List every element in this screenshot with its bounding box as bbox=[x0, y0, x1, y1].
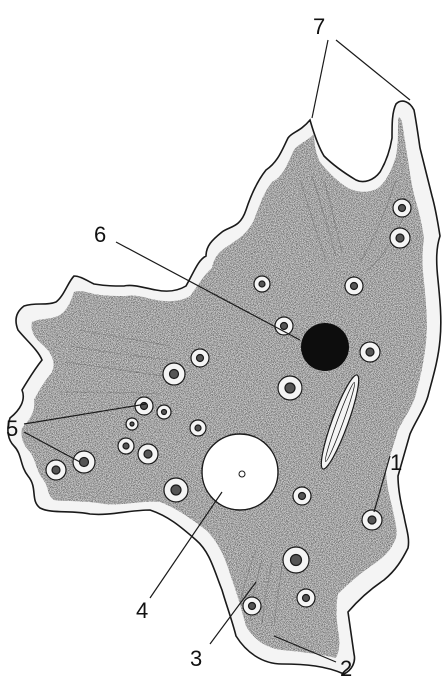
callout-label-1: 1 bbox=[390, 450, 402, 475]
food-vacuole bbox=[283, 547, 309, 573]
leader-line-7b bbox=[336, 40, 410, 100]
food-vacuole bbox=[118, 438, 134, 454]
food-vacuole bbox=[293, 487, 311, 505]
food-vacuole bbox=[297, 589, 315, 607]
food-vacuole bbox=[163, 363, 185, 385]
food-vacuole bbox=[278, 376, 302, 400]
food-vacuole bbox=[345, 277, 363, 295]
food-vacuole bbox=[138, 444, 158, 464]
food-vacuole bbox=[393, 199, 411, 217]
food-vacuole bbox=[46, 460, 66, 480]
callout-label-2: 2 bbox=[340, 656, 352, 681]
leader-line-7a bbox=[312, 40, 328, 118]
food-vacuole bbox=[157, 405, 171, 419]
food-vacuole bbox=[360, 342, 380, 362]
food-vacuole bbox=[73, 451, 95, 473]
food-vacuole bbox=[126, 418, 138, 430]
food-vacuole bbox=[190, 420, 206, 436]
food-vacuole bbox=[390, 228, 410, 248]
food-vacuole bbox=[135, 397, 153, 415]
food-vacuole bbox=[191, 349, 209, 367]
callout-label-5: 5 bbox=[6, 416, 18, 441]
food-vacuole bbox=[164, 478, 188, 502]
callout-label-7: 7 bbox=[313, 14, 325, 39]
callout-label-3: 3 bbox=[190, 646, 202, 671]
food-vacuole bbox=[362, 510, 382, 530]
contractile-vacuole bbox=[202, 434, 278, 510]
food-vacuole bbox=[275, 317, 293, 335]
callout-label-4: 4 bbox=[136, 598, 148, 623]
food-vacuole bbox=[243, 597, 261, 615]
callout-label-6: 6 bbox=[94, 222, 106, 247]
nucleus bbox=[301, 323, 349, 371]
food-vacuole bbox=[254, 276, 270, 292]
